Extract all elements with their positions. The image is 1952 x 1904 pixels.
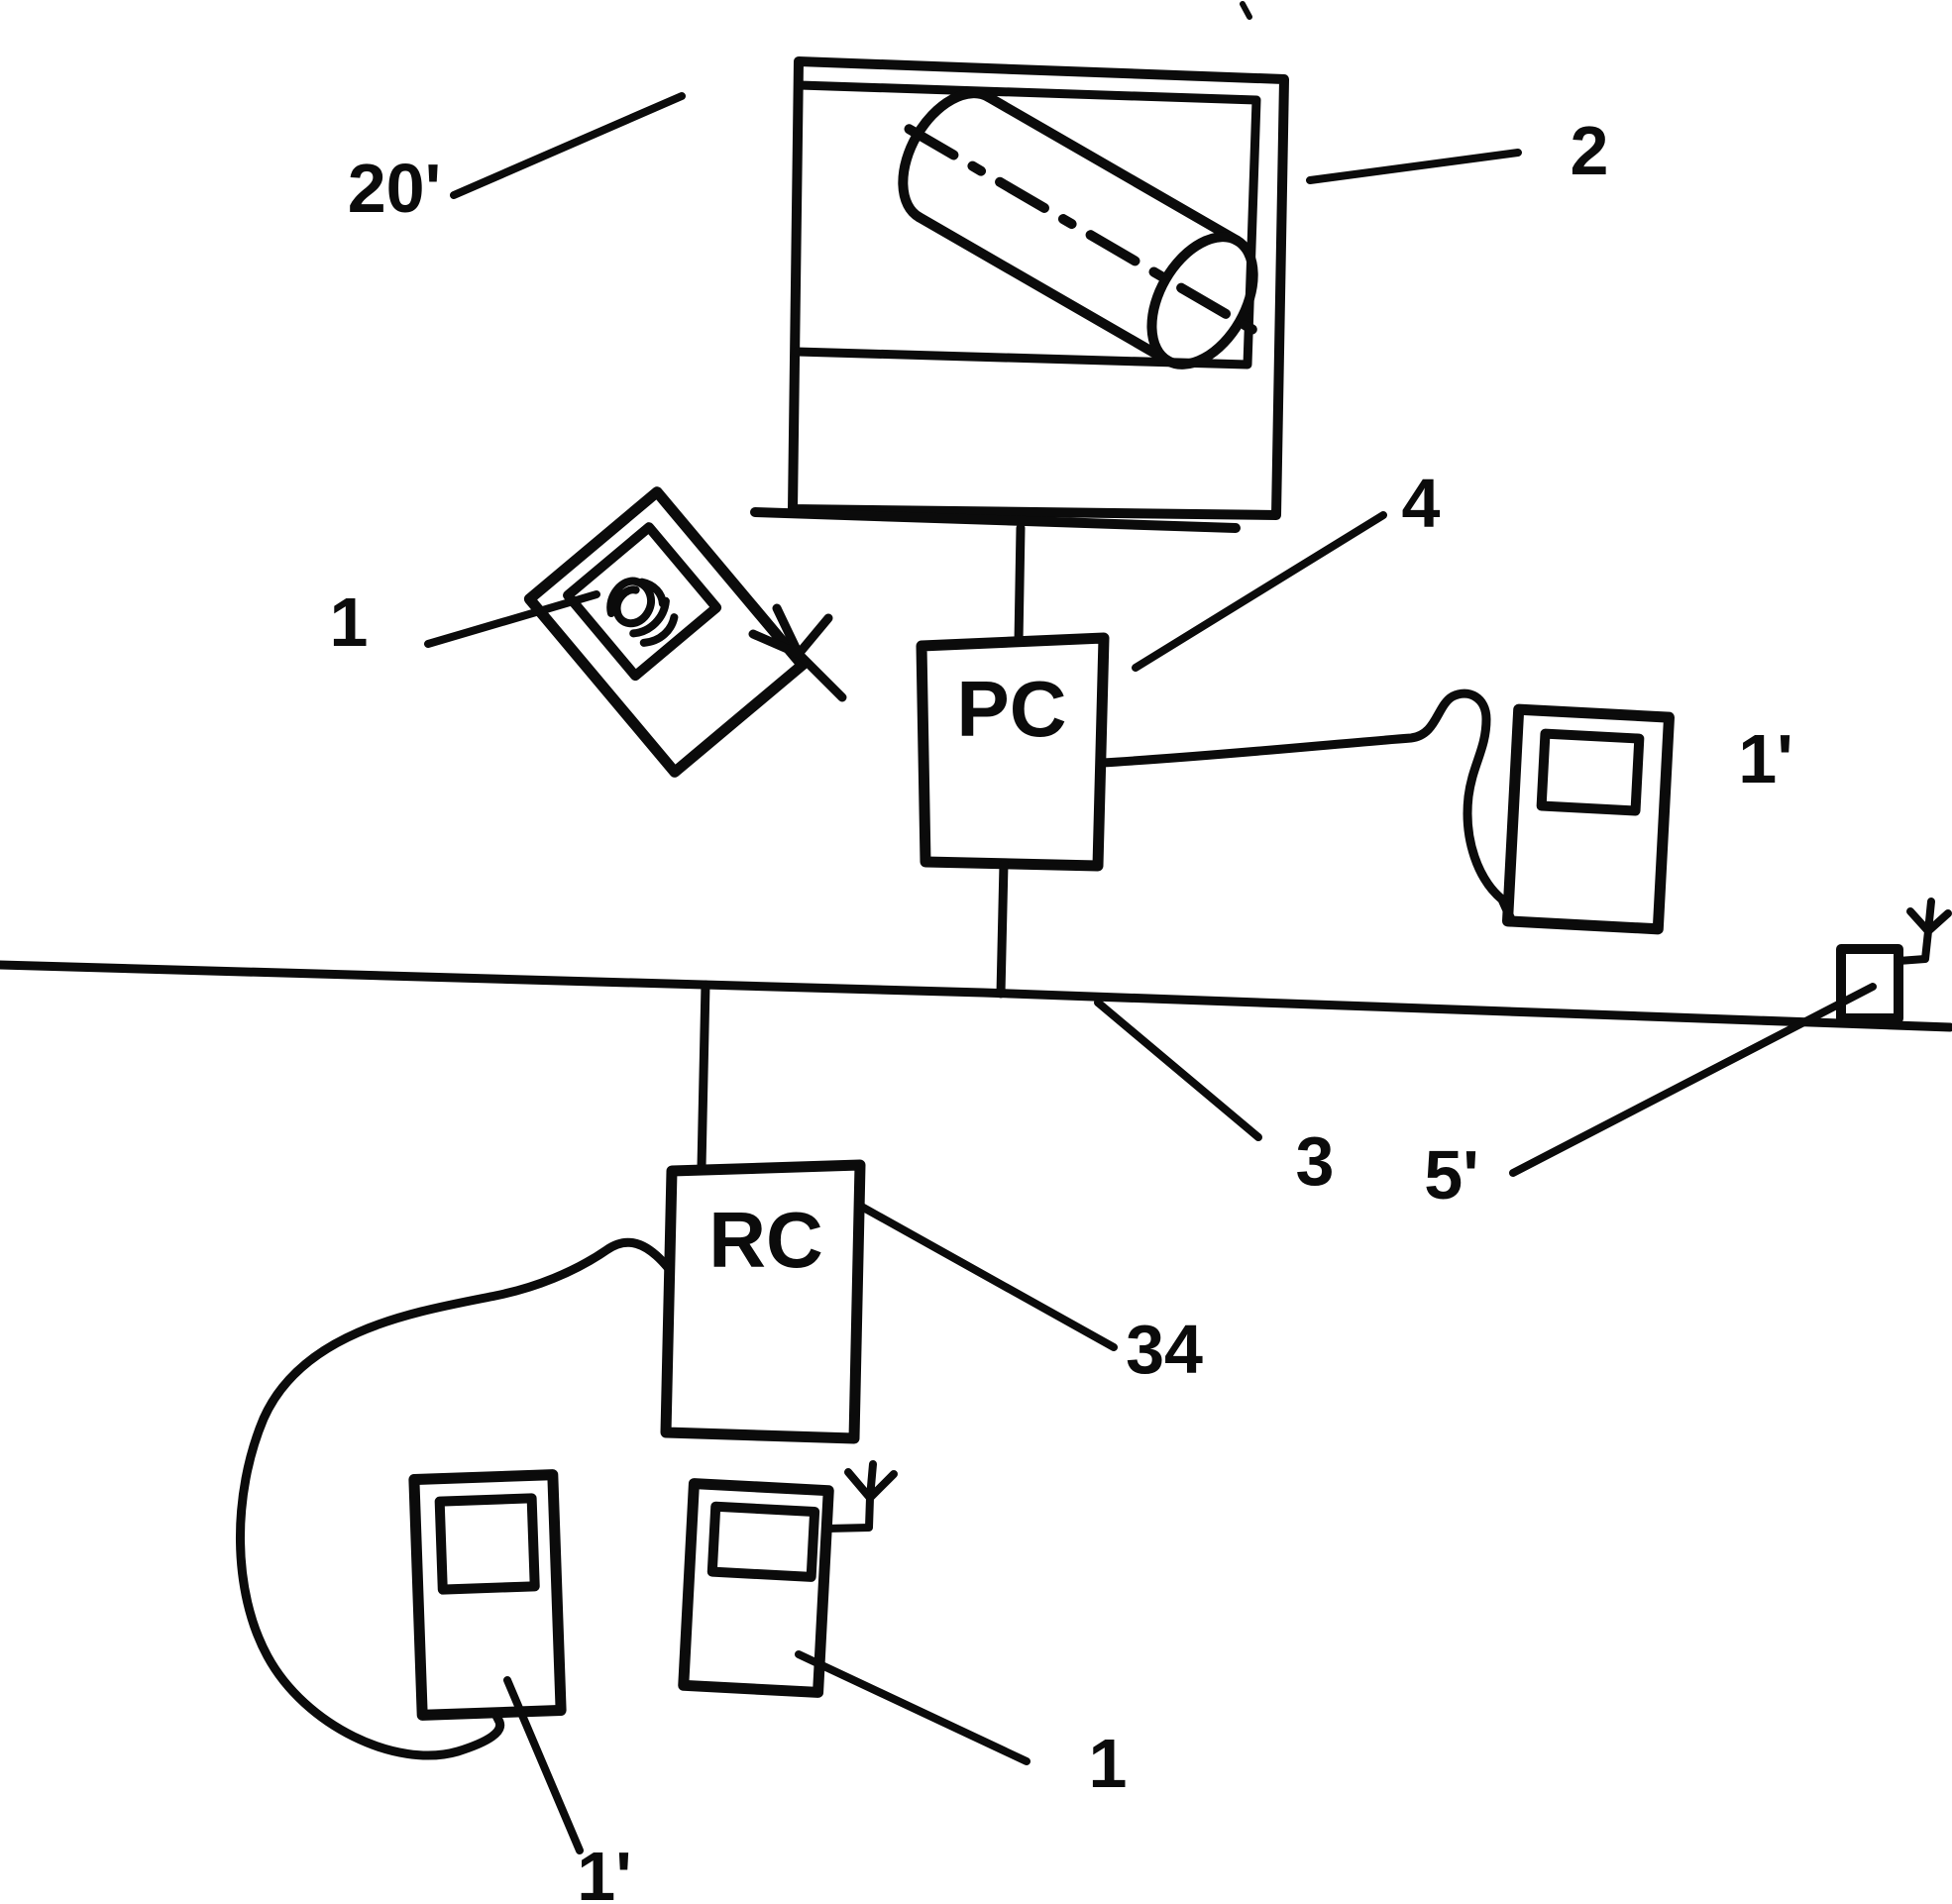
handheld-1p-bottom-screen: [440, 1498, 535, 1589]
pc-box-label: PC: [956, 665, 1066, 753]
antenna-icon-handheld-1-bottom: [827, 1464, 894, 1529]
cable-pc-handheld-right: [1102, 693, 1511, 919]
handheld-1p-right-body: [1508, 709, 1670, 929]
label-3: 3: [1296, 1122, 1335, 1200]
handheld-1-bottom-screen: [712, 1507, 814, 1577]
handheld-1p-right: [1508, 709, 1670, 929]
bus-line: [0, 965, 1950, 1027]
scan-artifact-tick: [1243, 4, 1249, 17]
link-monitor-pc: [1019, 528, 1021, 642]
label-1-bottom: 1: [1089, 1725, 1128, 1802]
cylinder-outline: [919, 97, 1237, 361]
label-34: 34: [1126, 1311, 1203, 1388]
leader-1-bottom: [799, 1654, 1027, 1761]
label-1-top: 1: [330, 583, 369, 661]
label-1p-right: 1': [1738, 720, 1793, 797]
monitor-screen: [797, 85, 1256, 365]
leader-34: [858, 1205, 1114, 1347]
cylinder-axis-line: [909, 129, 1253, 329]
label-5p: 5': [1424, 1136, 1479, 1214]
handheld-1p-bottom: [414, 1475, 561, 1716]
cylinder-graphic: [874, 70, 1287, 389]
leader-1-top: [428, 594, 596, 644]
rc-box-label: RC: [708, 1196, 823, 1284]
antenna-icon-transceiver-5p: [1898, 901, 1948, 961]
leader-3: [1098, 1003, 1258, 1137]
handheld-1-top: [529, 492, 802, 773]
link-bus-rc: [702, 985, 705, 1167]
transceiver-5p-box: [1841, 949, 1898, 1018]
handheld-1-top-scribble: [601, 570, 682, 652]
label-4: 4: [1402, 465, 1441, 542]
link-pc-bus: [1001, 864, 1004, 994]
handheld-1p-right-screen: [1542, 734, 1640, 811]
label-1p-bottom: 1': [577, 1838, 632, 1904]
leader-20p: [454, 96, 682, 195]
leader-4: [1136, 515, 1383, 668]
label-20p: 20': [348, 150, 442, 227]
leader-2: [1310, 153, 1518, 180]
label-2: 2: [1571, 112, 1609, 189]
